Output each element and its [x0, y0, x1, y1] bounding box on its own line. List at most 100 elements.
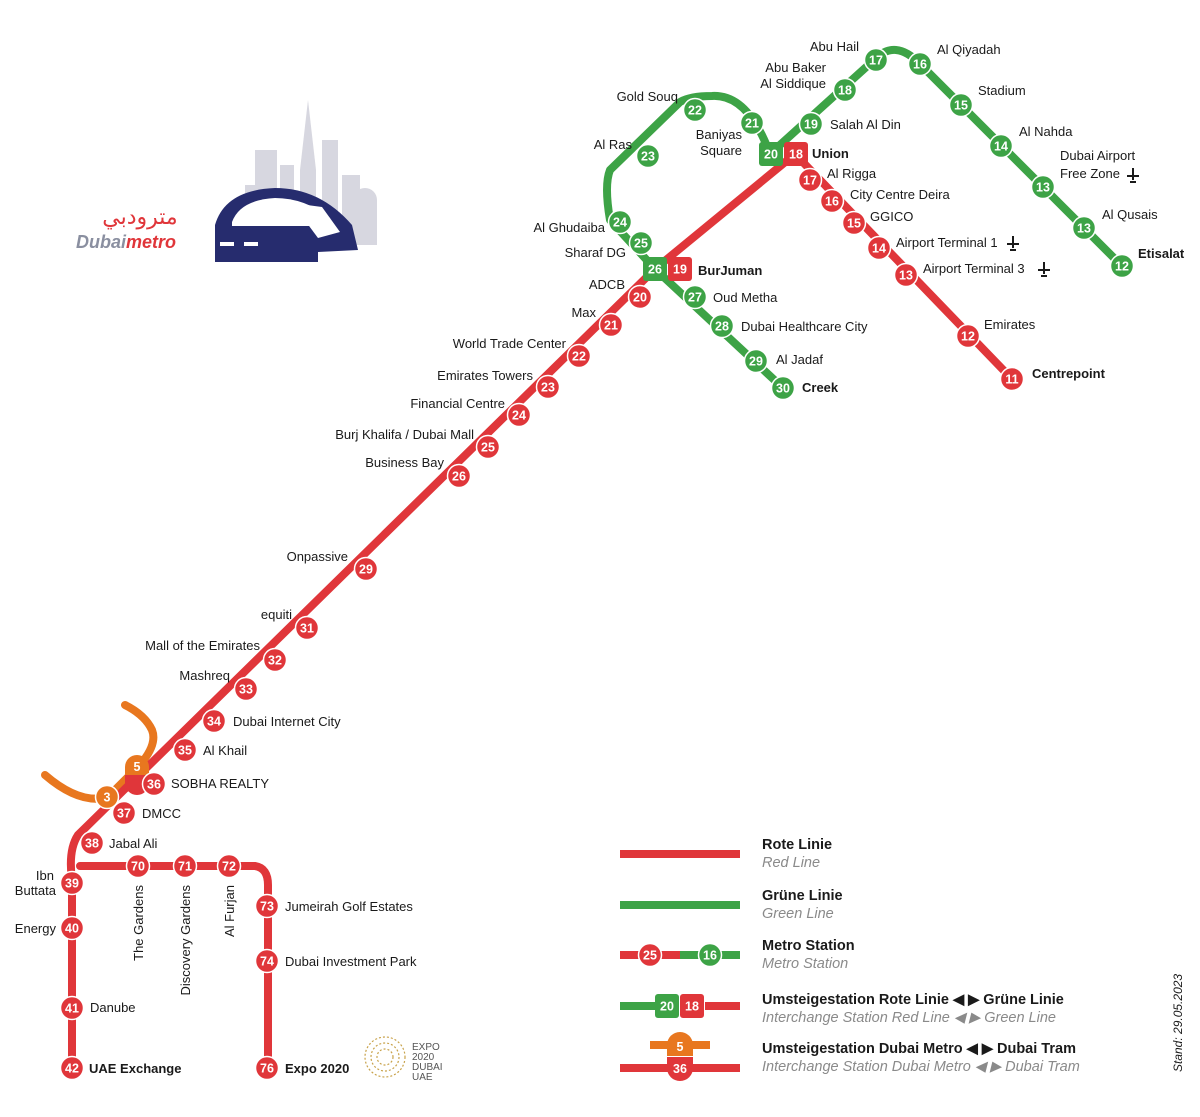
- svg-text:71: 71: [178, 860, 192, 874]
- station-red-25: 25: [475, 434, 501, 460]
- station-label: Abu Hail: [810, 39, 859, 54]
- station-label: Expo 2020: [285, 1061, 349, 1076]
- station-green-19: 19: [798, 111, 824, 137]
- svg-text:20: 20: [764, 148, 778, 162]
- svg-text:25: 25: [634, 237, 648, 251]
- svg-text:13: 13: [1077, 222, 1091, 236]
- station-label: DMCC: [142, 806, 181, 821]
- station-red-20: 20: [627, 284, 653, 310]
- station-green-29: 29: [743, 348, 769, 374]
- station-red-29: 29: [353, 556, 379, 582]
- svg-text:25: 25: [481, 441, 495, 455]
- svg-text:42: 42: [65, 1062, 79, 1076]
- svg-text:Interchange Station Dubai Metr: Interchange Station Dubai Metro ◀ ▶ Duba…: [762, 1059, 1080, 1075]
- station-label: SOBHA REALTY: [171, 776, 269, 791]
- svg-text:Grüne Linie: Grüne Linie: [762, 888, 843, 904]
- station-green-14: 14: [988, 133, 1014, 159]
- station-label: Airport Terminal 1: [896, 235, 998, 250]
- airplane-icon: [1127, 168, 1139, 183]
- svg-text:29: 29: [359, 563, 373, 577]
- svg-text:13: 13: [1036, 181, 1050, 195]
- svg-text:20: 20: [633, 291, 647, 305]
- station-label: Business Bay: [365, 455, 444, 470]
- airplane-icon: [1007, 236, 1019, 251]
- svg-text:17: 17: [869, 54, 883, 68]
- svg-text:15: 15: [954, 99, 968, 113]
- station-red-35: 35: [172, 737, 198, 763]
- svg-text:Green Line: Green Line: [762, 906, 834, 922]
- svg-text:Rote Linie: Rote Linie: [762, 837, 832, 853]
- station-green-22: 22: [682, 97, 708, 123]
- station-red-42: 42: [59, 1055, 85, 1081]
- station-label: Dubai Internet City: [233, 714, 341, 729]
- station-label: Al Nahda: [1019, 124, 1073, 139]
- svg-text:36: 36: [673, 1062, 687, 1076]
- svg-text:11: 11: [1005, 373, 1018, 387]
- station-green-27: 27: [682, 284, 708, 310]
- station-red-41: 41: [59, 995, 85, 1021]
- station-red-74: 74: [254, 948, 280, 974]
- svg-text:22: 22: [688, 104, 702, 118]
- station-label: Oud Metha: [713, 290, 778, 305]
- svg-text:2020: 2020: [412, 1052, 435, 1063]
- logo-wordmark: Dubaimetro: [76, 232, 176, 252]
- station-red-15: 15: [841, 210, 867, 236]
- svg-text:70: 70: [131, 860, 145, 874]
- airplane-icon: [1038, 262, 1050, 277]
- svg-text:29: 29: [749, 355, 763, 369]
- svg-text:19: 19: [673, 263, 687, 277]
- station-label: Free Zone: [1060, 166, 1120, 181]
- svg-text:18: 18: [838, 84, 852, 98]
- station-red-70: 70: [125, 853, 151, 879]
- svg-text:12: 12: [1115, 260, 1129, 274]
- station-label: Al Siddique: [760, 76, 826, 91]
- station-label: UAE Exchange: [89, 1061, 181, 1076]
- station-label: Burj Khalifa / Dubai Mall: [335, 427, 474, 442]
- station-label: Al Ghudaiba: [533, 220, 605, 235]
- svg-text:Metro Station: Metro Station: [762, 938, 855, 954]
- svg-text:37: 37: [117, 807, 131, 821]
- svg-text:UAE: UAE: [412, 1072, 433, 1083]
- svg-text:14: 14: [872, 242, 886, 256]
- legend-red-line: Rote Linie Red Line: [620, 837, 832, 871]
- svg-text:Interchange Station Red Line ◀: Interchange Station Red Line ◀ ▶ Green L…: [762, 1010, 1056, 1026]
- station-green-17: 17: [863, 47, 889, 73]
- station-label: Stadium: [978, 83, 1026, 98]
- tram-interchange-sobha: 5 36 36 SOBHA REALTY: [125, 755, 269, 797]
- station-green-24: 24: [607, 209, 633, 235]
- station-red-71: 71: [172, 853, 198, 879]
- green-line: [603, 46, 1126, 392]
- logo-dubai: Dubai: [76, 232, 127, 252]
- station-label: Dubai Healthcare City: [741, 319, 868, 334]
- station-label: Jumeirah Golf Estates: [285, 899, 413, 914]
- svg-text:38: 38: [85, 837, 99, 851]
- svg-text:18: 18: [789, 148, 803, 162]
- svg-text:18: 18: [685, 1000, 699, 1014]
- station-label: Emirates Towers: [437, 368, 533, 383]
- station-label: Al Jadaf: [776, 352, 823, 367]
- svg-text:5: 5: [677, 1040, 684, 1054]
- legend-metro-station: 25 16 Metro Station Metro Station: [620, 938, 855, 972]
- station-green-18: 18: [832, 77, 858, 103]
- svg-text:41: 41: [65, 1002, 79, 1016]
- station-red-21: 21: [598, 312, 624, 338]
- station-label: City Centre Deira: [850, 187, 950, 202]
- red-stations: 11 Centrepoint 12 Emirates 13 Airport Te…: [15, 166, 1106, 1081]
- svg-text:33: 33: [239, 683, 253, 697]
- station-label: Mashreq: [179, 668, 230, 683]
- station-green-25: 25: [628, 230, 654, 256]
- svg-text:12: 12: [961, 330, 975, 344]
- svg-text:16: 16: [703, 949, 717, 963]
- station-label: Financial Centre: [410, 396, 505, 411]
- svg-text:Umsteigestation Dubai Metro ◀: Umsteigestation Dubai Metro ◀ ▶ Dubai Tr…: [762, 1041, 1076, 1057]
- svg-text:21: 21: [745, 117, 759, 131]
- svg-text:34: 34: [207, 715, 221, 729]
- svg-text:26: 26: [648, 263, 662, 277]
- station-red-39: 39: [59, 870, 85, 896]
- interchange-union: 20 18 Union: [759, 142, 849, 166]
- station-red-72: 72: [216, 853, 242, 879]
- station-label: The Gardens: [131, 885, 146, 961]
- svg-text:16: 16: [913, 58, 927, 72]
- station-red-16: 16: [819, 188, 845, 214]
